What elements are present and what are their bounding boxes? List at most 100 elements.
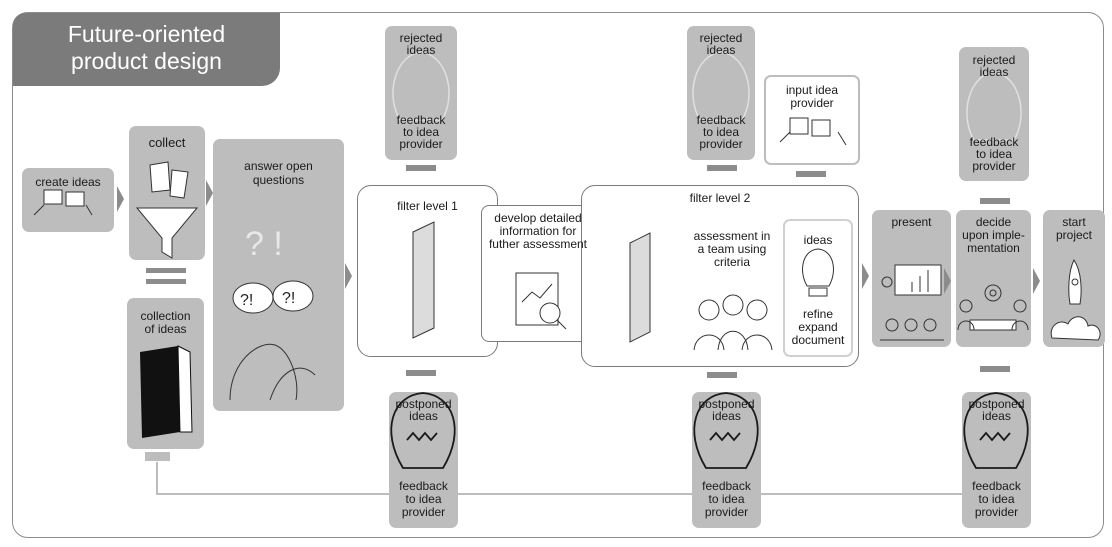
rejected-2-feedback-3: provider (699, 137, 743, 151)
answer-questions-box (213, 139, 344, 411)
decide-label-2: upon imple- (962, 228, 1025, 242)
postponed-bulb-1-coil (406, 431, 438, 442)
refine-label-3: document (791, 333, 845, 347)
faded-bulb-1 (392, 51, 450, 121)
rejected-3-feedback-1: feedback (969, 135, 1019, 149)
bar-filter2-postponed (707, 372, 737, 378)
develop-label-2: information for (499, 224, 577, 238)
postponed-bulb-1 (390, 392, 456, 469)
answer-label-1: answer open (244, 159, 313, 173)
input-provider-label-1: input idea (785, 83, 839, 97)
rejected-1-feedback-3: provider (399, 137, 443, 151)
input-provider-label-2: provider (790, 96, 834, 110)
create-ideas-label: create ideas (35, 175, 101, 189)
decide-label-3: mentation (967, 241, 1020, 255)
lightbulb-icon (802, 248, 834, 297)
funnel-papers (149, 161, 189, 199)
assessment-label-1: assessment in (693, 229, 771, 243)
bar-filter1-postponed (406, 370, 436, 376)
rocket-icon (1050, 259, 1101, 341)
filter-wall-2-icon (629, 232, 651, 343)
presentation-icon (880, 264, 944, 341)
start-label-1: start (1062, 215, 1086, 229)
diagram-title: Future-oriented product design (13, 13, 280, 86)
rejected-1-feedback-1: feedback (396, 113, 446, 127)
rejected-2-feedback-1: feedback (696, 113, 746, 127)
postponed-bulb-3 (963, 392, 1029, 469)
postponed-3-feedback-2: to idea (978, 492, 1015, 506)
svg-text:?!: ?! (240, 292, 253, 309)
report-magnifier-icon (515, 272, 567, 330)
postponed-3-label-2: ideas (982, 409, 1011, 423)
bar-decide-rejected (980, 198, 1010, 204)
faded-bulb-3 (966, 71, 1022, 141)
rejected-box-1 (385, 26, 457, 160)
postponed-3-feedback-3: provider (974, 505, 1019, 519)
filter-level-1-label: filter level 1 (397, 199, 458, 213)
binder-icon (140, 345, 193, 438)
team-icon (693, 294, 773, 351)
people-talking-icon: ?! ?! (229, 280, 316, 401)
postponed-1-label-1: postponed (395, 397, 452, 411)
arrow-filter2-present (862, 263, 869, 289)
arrow-collect-answer (206, 180, 213, 206)
rejected-1-label-1: rejected (399, 31, 443, 45)
decide-label-1: decide (975, 215, 1012, 229)
postponed-2-label-2: ideas (712, 409, 741, 423)
flow-arrows (117, 180, 1040, 294)
outcome-bars (146, 165, 1010, 378)
postponed-3-feedback-1: feedback (972, 479, 1021, 493)
start-label-2: project (1055, 228, 1093, 242)
bar-input-filter2 (796, 171, 826, 177)
funnel-icon (135, 161, 199, 259)
faded-bulbs (392, 51, 1022, 141)
postponed-bulb-2 (693, 392, 759, 469)
postponed-bulb-3-coil (979, 431, 1011, 442)
rejected-2-feedback-2: to idea (702, 125, 740, 139)
postponed-1-feedback-1: feedback (399, 479, 448, 493)
postponed-1-feedback-3: provider (401, 505, 446, 519)
rejected-box-2 (687, 26, 755, 160)
title-line-2: product design (71, 48, 222, 74)
postponed-2-feedback-3: provider (704, 505, 749, 519)
collect-label: collect (148, 135, 186, 150)
rejected-1-feedback-2: to idea (402, 125, 440, 139)
arrow-create-collect (117, 186, 124, 212)
faint-question-marks-icon: ? ! (245, 225, 283, 263)
ideas-tag-label: ideas (803, 233, 833, 247)
develop-label-1: develop detailed (494, 211, 582, 225)
assessment-label-3: criteria (713, 255, 750, 269)
bar-filter1-rejected (406, 165, 436, 171)
postponed-1-label-2: ideas (409, 409, 438, 423)
svg-text:?!: ?! (282, 290, 295, 307)
feedback-loop-line (156, 462, 389, 495)
filter-level-2-label: filter level 2 (689, 191, 751, 205)
rejected-3-feedback-3: provider (972, 159, 1016, 173)
bar-collect-collection-2 (146, 279, 186, 284)
bar-collect-collection (146, 268, 186, 273)
rejected-box-3 (959, 47, 1029, 181)
refine-label-2: expand (798, 320, 838, 334)
assessment-team-box (685, 219, 779, 357)
develop-label-3: futher assessment (488, 237, 588, 251)
collection-label-1: collection (140, 309, 191, 323)
faded-bulb-2 (692, 51, 750, 121)
bar-filter2-rejected (707, 165, 737, 171)
rejected-2-label-1: rejected (699, 31, 743, 45)
filter-wall-1-icon (412, 221, 435, 339)
hands-writing-icon (33, 189, 93, 216)
rejected-3-label-1: rejected (972, 53, 1016, 67)
refine-label-1: refine (802, 307, 834, 321)
postponed-bulb-2-coil (709, 431, 741, 442)
arrow-answer-filter1 (345, 263, 352, 289)
postponed-2-feedback-2: to idea (708, 492, 745, 506)
collection-label-2: of ideas (144, 322, 187, 336)
arrow-decide-start (1033, 268, 1040, 294)
input-provider-hands-icon (779, 117, 847, 146)
assessment-label-2: a team using (697, 242, 767, 256)
postponed-2-feedback-1: feedback (702, 479, 751, 493)
postponed-3-label-1: postponed (968, 397, 1025, 411)
present-label: present (891, 215, 932, 229)
rejected-3-feedback-2: to idea (975, 147, 1013, 161)
